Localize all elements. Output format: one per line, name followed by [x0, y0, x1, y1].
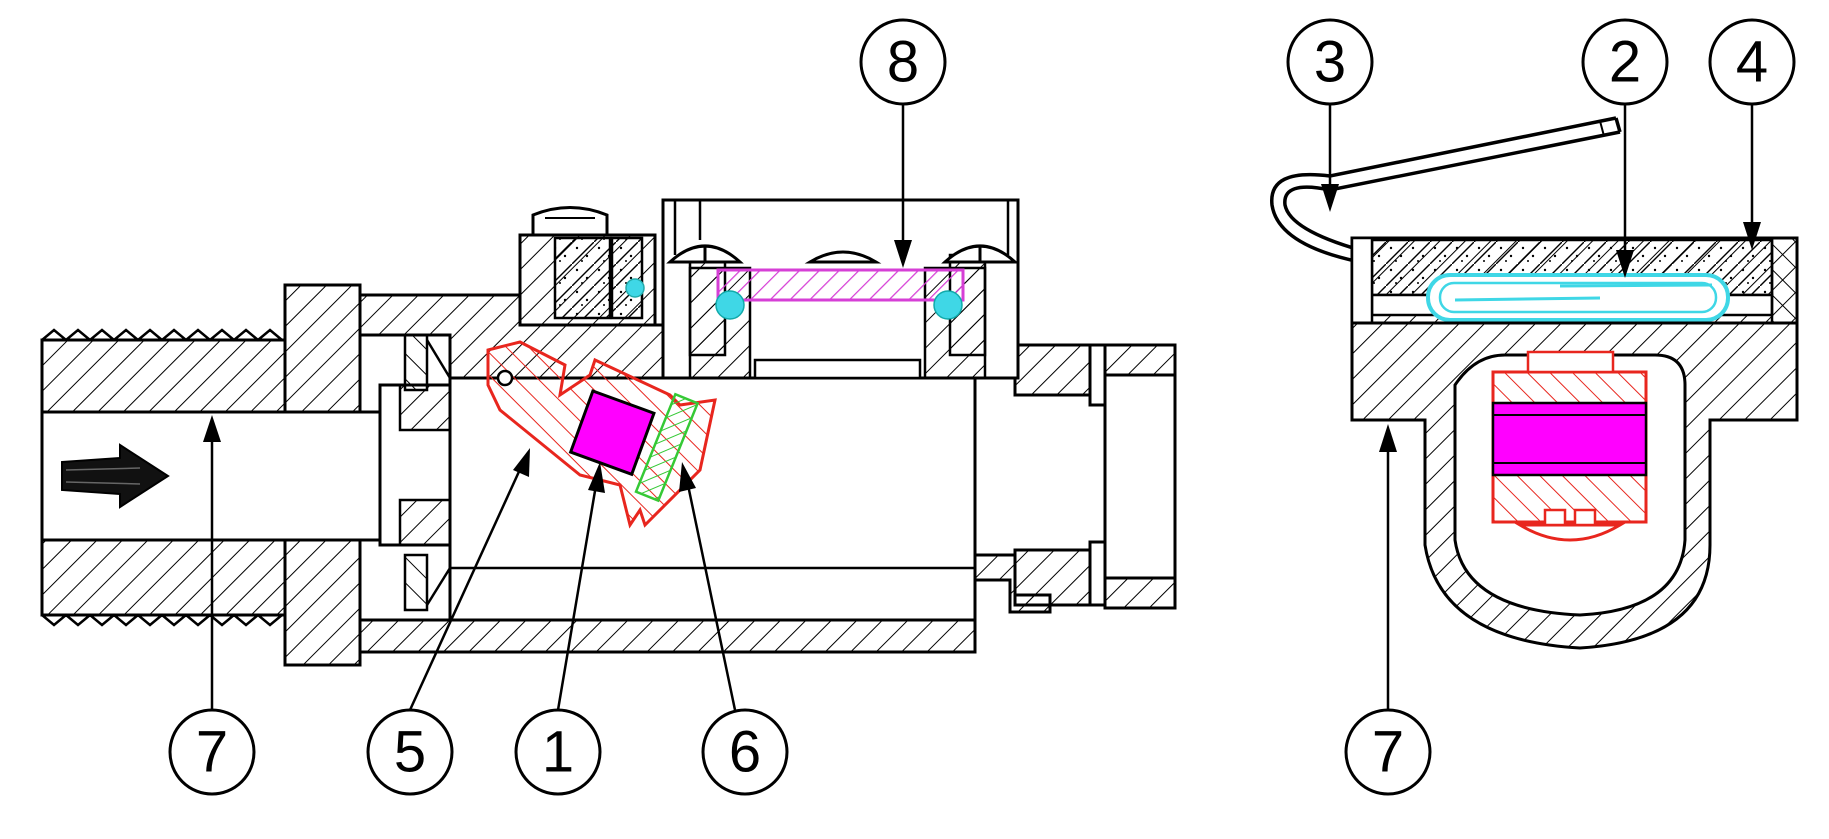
spring-element	[634, 392, 700, 503]
switch-cover-housing	[661, 198, 1020, 380]
side-section-view	[40, 198, 1177, 667]
svg-text:6: 6	[729, 720, 761, 785]
svg-text:1: 1	[542, 720, 574, 785]
svg-text:7: 7	[196, 720, 228, 785]
callout-8: 8	[859, 18, 947, 106]
callout-3: 3	[1286, 18, 1374, 106]
magnet-end-view	[1491, 401, 1648, 477]
o-ring-small	[625, 278, 645, 298]
circuit-board	[716, 268, 965, 302]
callout-1: 1	[514, 708, 602, 796]
o-ring-right	[933, 290, 963, 320]
o-ring-left	[715, 290, 745, 320]
callout-6: 6	[701, 708, 789, 796]
wire-lead	[1283, 130, 1621, 252]
callout-7-right: 7	[1344, 708, 1432, 796]
svg-text:8: 8	[887, 30, 919, 95]
svg-text:5: 5	[394, 720, 426, 785]
svg-text:4: 4	[1736, 30, 1768, 95]
callout-2: 2	[1581, 18, 1669, 106]
front-section-view	[1270, 116, 1799, 650]
top-terminal-block	[518, 206, 657, 327]
flow-paddle	[486, 340, 717, 529]
callout-7-left: 7	[168, 708, 256, 796]
svg-text:7: 7	[1372, 720, 1404, 785]
svg-text:2: 2	[1609, 30, 1641, 95]
leader-lines	[203, 103, 1761, 711]
flow-direction-arrow-icon	[61, 443, 170, 509]
callout-4: 4	[1708, 18, 1796, 106]
svg-text:3: 3	[1314, 30, 1346, 95]
callout-5: 5	[366, 708, 454, 796]
magnet	[568, 389, 656, 477]
